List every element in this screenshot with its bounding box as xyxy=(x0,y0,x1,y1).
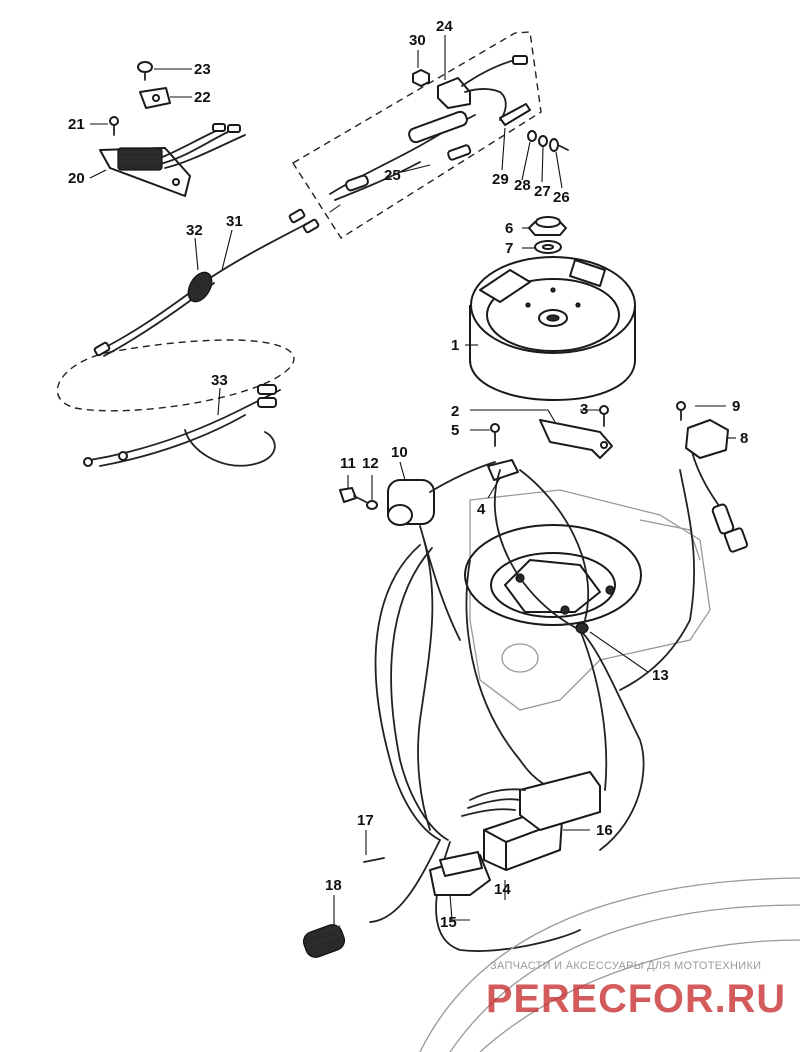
watermark: ЗАПЧАСТИ И АКСЕССУАРЫ ДЛЯ МОТОТЕХНИКИ PE… xyxy=(486,960,786,1021)
screw-part-23 xyxy=(137,61,153,81)
pin-part-17 xyxy=(363,857,385,863)
screw-part-5 xyxy=(490,423,500,447)
callout-10: 10 xyxy=(391,444,408,461)
leader-lines xyxy=(89,35,736,925)
harness-part-25 xyxy=(329,110,476,213)
callout-23: 23 xyxy=(194,61,211,78)
callout-15: 15 xyxy=(440,914,457,931)
callout-18: 18 xyxy=(325,877,342,894)
callout-25: 25 xyxy=(384,167,401,184)
nut-part-6 xyxy=(528,216,567,236)
grommet-part-32 xyxy=(187,271,213,303)
callout-21: 21 xyxy=(68,116,85,133)
callout-9: 9 xyxy=(732,398,740,415)
callout-30: 30 xyxy=(409,32,426,49)
screw-part-21 xyxy=(109,116,119,136)
coil-part-8 xyxy=(685,419,749,553)
clamp-part-22 xyxy=(139,87,171,109)
callout-2: 2 xyxy=(451,403,459,420)
clip-part-29 xyxy=(499,103,531,126)
callout-11: 11 xyxy=(340,455,356,472)
screw-part-9 xyxy=(676,401,686,421)
nut-part-30 xyxy=(412,69,430,87)
harness-part-33 xyxy=(83,384,281,467)
callout-20: 20 xyxy=(68,170,85,187)
callout-27: 27 xyxy=(534,183,551,200)
connector-part-18 xyxy=(302,924,346,958)
screw-part-26 xyxy=(549,138,569,152)
callout-6: 6 xyxy=(505,220,513,237)
cowling-outline xyxy=(419,877,800,1052)
callout-26: 26 xyxy=(553,189,570,206)
callout-1: 1 xyxy=(451,337,459,354)
grommet-part-13 xyxy=(575,622,589,634)
washer-part-28 xyxy=(527,130,537,142)
bracket-part-2 xyxy=(539,419,613,459)
watermark-logo: PERECFOR.RU xyxy=(486,977,786,1021)
rectifier-part-20 xyxy=(99,123,246,197)
bracket-part-15 xyxy=(429,851,491,896)
screw-part-3 xyxy=(599,405,609,427)
dashed-harness-loop xyxy=(56,339,295,412)
switch-part-24 xyxy=(437,55,528,121)
clamp-part-4 xyxy=(487,459,519,481)
callout-13: 13 xyxy=(652,667,669,684)
washer-part-12 xyxy=(366,500,378,510)
callout-32: 32 xyxy=(186,222,203,239)
callout-4: 4 xyxy=(477,501,486,518)
dashed-group-box xyxy=(292,31,542,239)
engine-block xyxy=(469,489,711,711)
callout-29: 29 xyxy=(492,171,509,188)
watermark-caption: ЗАПЧАСТИ И АКСЕССУАРЫ ДЛЯ МОТОТЕХНИКИ xyxy=(490,960,761,972)
callout-5: 5 xyxy=(451,422,459,439)
callout-33: 33 xyxy=(211,372,228,389)
callout-24: 24 xyxy=(436,18,453,35)
washer-part-7 xyxy=(534,240,562,254)
harness-part-31 xyxy=(93,208,320,357)
callout-14: 14 xyxy=(494,881,511,898)
callout-8: 8 xyxy=(740,430,748,447)
washer-part-27 xyxy=(538,135,548,147)
switchbox-part-16 xyxy=(461,771,601,831)
callout-3: 3 xyxy=(580,401,588,418)
callout-16: 16 xyxy=(596,822,613,839)
callout-12: 12 xyxy=(362,455,379,472)
coil-part-10 xyxy=(387,461,496,641)
bolt-part-11 xyxy=(339,487,367,503)
callout-labels: 1 2 3 4 5 6 7 8 9 10 11 12 13 14 15 16 1… xyxy=(68,18,748,931)
callout-22: 22 xyxy=(194,89,211,106)
callout-17: 17 xyxy=(357,812,374,829)
stator-plate xyxy=(464,524,642,626)
callout-28: 28 xyxy=(514,177,531,194)
callout-31: 31 xyxy=(226,213,243,230)
callout-7: 7 xyxy=(505,240,513,257)
flywheel-part-1 xyxy=(469,256,636,401)
wiring-harness xyxy=(369,469,696,952)
